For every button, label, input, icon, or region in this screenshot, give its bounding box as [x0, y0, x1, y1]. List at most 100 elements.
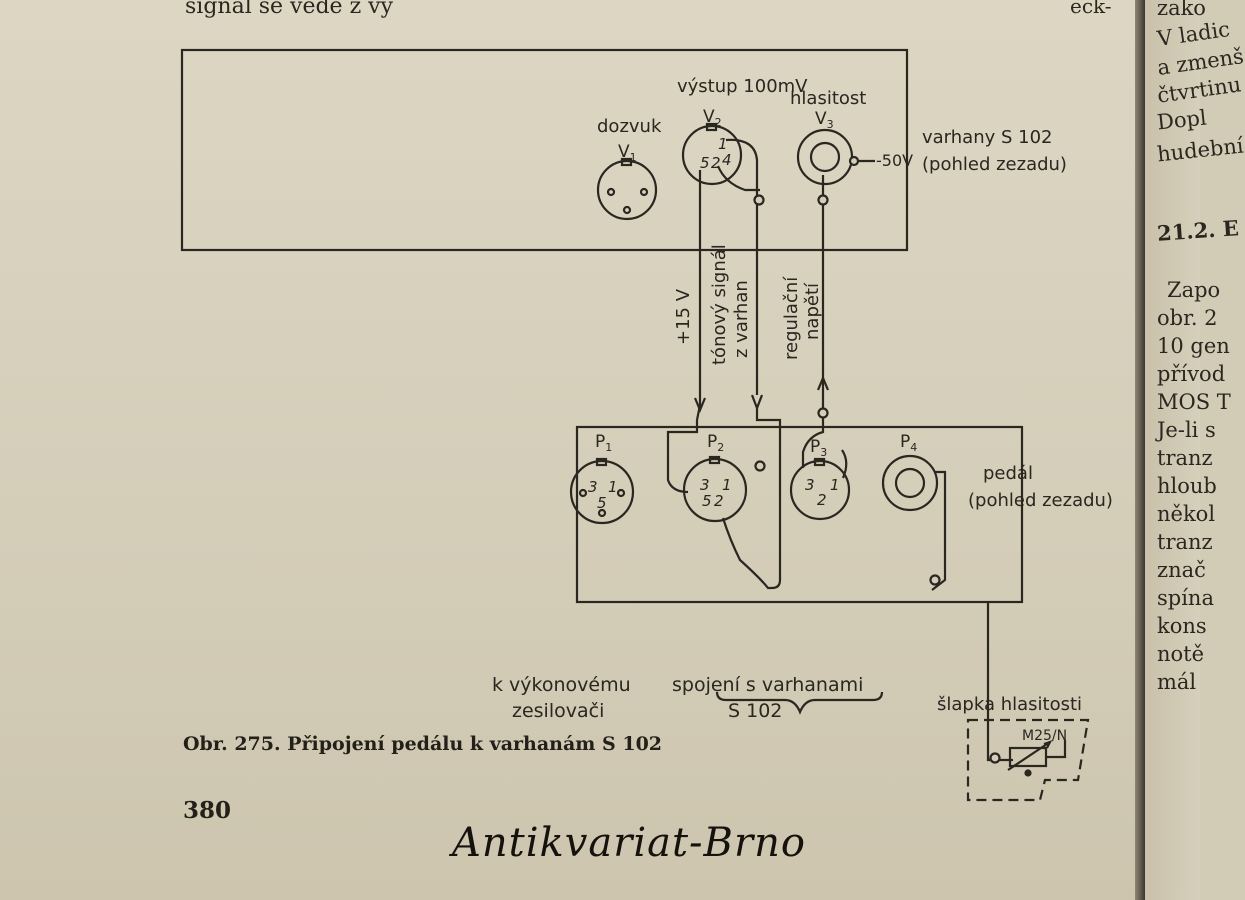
next-page-line: někol	[1157, 502, 1216, 526]
potentiometer-arrowhead	[1043, 740, 1053, 749]
terminal	[848, 155, 860, 167]
connector-p4	[881, 454, 939, 512]
next-page-line: tranz	[1157, 446, 1213, 470]
wiper-terminal	[1024, 769, 1032, 777]
label-pedal-view: (pohled zezadu)	[968, 490, 1113, 511]
p2-pin: 2	[714, 492, 724, 510]
next-page-line: znač	[1157, 558, 1206, 582]
next-page-line: Je-li s	[1157, 418, 1216, 442]
next-page-edge: zako V ladic a zmenš čtvrtinu Dopl hudeb…	[1145, 0, 1245, 900]
page-number: 380	[183, 797, 232, 824]
terminal	[753, 194, 765, 206]
label-tone-1: tónový signál	[709, 244, 730, 365]
label-hlasitost: hlasitost	[790, 88, 866, 109]
wiring-diagram: dozvuk výstup 100mV hlasitost V1 V2 V3 1…	[180, 48, 1113, 802]
book-page	[0, 0, 1135, 900]
connector-p3	[789, 457, 851, 521]
v2-pin: 5	[700, 154, 710, 172]
label-p3: P3	[810, 437, 827, 459]
label-minus50v: -50V	[876, 151, 913, 170]
wire-p2-supply	[666, 420, 699, 494]
p1-pin: 5	[597, 494, 607, 512]
p3-pin: 1	[830, 476, 840, 494]
next-page-line: MOS T	[1157, 390, 1231, 414]
label-tone-2: z varhan	[731, 280, 752, 358]
next-page-line: 10 gen	[1157, 334, 1230, 358]
next-page-line: přívod	[1157, 362, 1226, 386]
label-amp-1: k výkonovému	[492, 674, 631, 696]
wire-p3-reg	[801, 403, 825, 468]
label-p2: P2	[707, 432, 724, 454]
arrow-tone	[750, 394, 764, 412]
wire-p2-tone	[721, 408, 782, 590]
label-amp-2: zesilovači	[512, 700, 604, 722]
figure-caption: Obr. 275. Připojení pedálu k varhanám S …	[183, 733, 663, 755]
next-page-line: obr. 2	[1157, 306, 1218, 330]
label-p4: P4	[900, 432, 917, 454]
label-foot-pedal: šlapka hlasitosti	[937, 694, 1082, 715]
next-page-line: hloub	[1157, 474, 1217, 498]
potentiometer-lead	[1046, 740, 1067, 759]
next-page-line: zako	[1157, 0, 1206, 20]
previous-paragraph-end: eck-	[1070, 0, 1112, 18]
organ-panel-outline	[180, 48, 909, 252]
brace	[715, 691, 884, 715]
label-v3: V3	[815, 109, 834, 131]
label-v1: V1	[618, 142, 637, 164]
wire-tone-v2	[725, 138, 759, 395]
book-spine	[1135, 0, 1145, 900]
next-page-line: hudební	[1155, 133, 1245, 167]
wire-v2-return	[716, 165, 760, 192]
p2-pin: 5	[702, 492, 712, 510]
next-page-line: mál	[1157, 670, 1197, 694]
next-page-line: spína	[1157, 586, 1214, 610]
p1-pin: 3	[588, 478, 598, 496]
next-page-line: Zapo	[1167, 278, 1221, 302]
connector-p2	[682, 455, 748, 523]
next-page-heading: 21.2. E	[1156, 215, 1240, 246]
next-page-line: kons	[1157, 614, 1207, 638]
watermark: Antikvariat-Brno	[452, 820, 806, 866]
terminal	[989, 752, 1001, 764]
terminal	[754, 460, 766, 472]
connector-p1	[569, 457, 635, 525]
label-conn-2: S 102	[728, 700, 782, 722]
connector-v3	[796, 128, 854, 186]
wire-supply	[695, 228, 702, 421]
next-page-line: notě	[1157, 642, 1205, 666]
previous-paragraph-fragment: signál se vede z vý	[185, 0, 394, 19]
v2-pin: 2	[711, 154, 721, 172]
connector-v1	[596, 157, 658, 221]
label-reg-1: regulační	[781, 276, 802, 360]
next-page-line: V ladic	[1155, 17, 1232, 51]
arrow-reg	[816, 375, 830, 391]
label-varhany: varhany S 102	[922, 127, 1053, 148]
p1-pin: 1	[608, 478, 618, 496]
label-conn-1: spojení s varhanami	[672, 674, 863, 696]
wire-p4	[931, 470, 947, 591]
p3-pin: 2	[817, 491, 827, 509]
wire-p3-loop	[841, 449, 848, 479]
terminal	[929, 574, 941, 586]
v2-pin: 1	[718, 135, 728, 153]
connector-v2	[681, 122, 743, 186]
label-vystup: výstup 100mV	[677, 76, 808, 97]
next-page-line: tranz	[1157, 530, 1213, 554]
label-supply: +15 V	[673, 288, 694, 345]
label-v2: V2	[703, 107, 722, 129]
wire-foot-pot	[986, 602, 1013, 762]
p2-pin: 1	[722, 476, 732, 494]
arrow-supply	[693, 397, 707, 413]
next-page-line: Dopl	[1155, 105, 1208, 135]
p3-pin: 3	[805, 476, 815, 494]
label-p1: P1	[595, 432, 612, 454]
potentiometer-arrow	[1007, 741, 1051, 771]
label-pot: M25/N	[1022, 728, 1067, 744]
foot-pedal-outline	[966, 718, 1090, 802]
v2-pin: 4	[722, 151, 732, 169]
label-dozvuk: dozvuk	[597, 116, 662, 137]
terminal	[817, 407, 829, 419]
label-pedal: pedál	[983, 463, 1033, 484]
p2-pin: 3	[700, 476, 710, 494]
label-reg-2: napětí	[802, 282, 823, 340]
